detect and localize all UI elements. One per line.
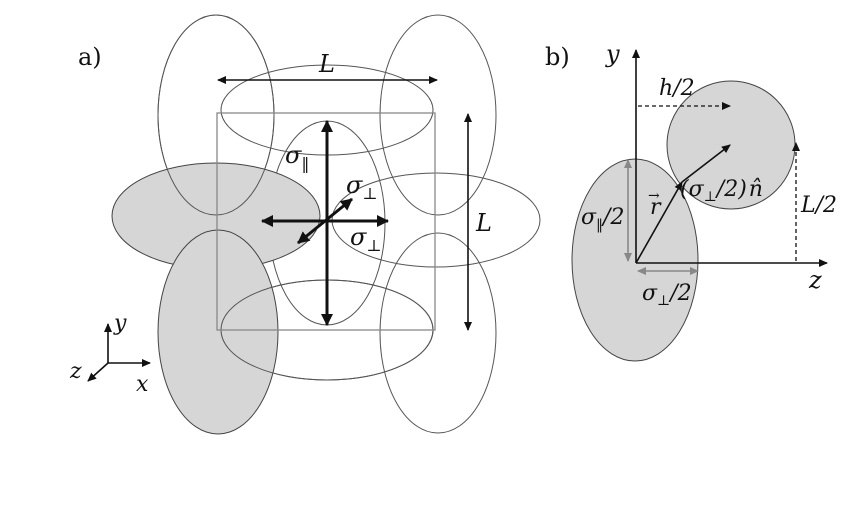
coordinate-triad: y z x [69,311,151,397]
sigma-perp-half-label: σ⊥/2 [642,281,692,309]
sigma-perp-label-horizontal: σ⊥ [350,223,381,255]
n-hat-term-label: (σ⊥/2)n̂ [680,177,763,205]
n-hat-arrow [681,144,731,183]
axis-y-label: y [605,40,620,68]
r-vector-arrow-glyph: → [648,188,660,204]
sigma-parallel-label: σ‖ [285,141,309,173]
h-half-label: h/2 [659,76,695,101]
ellipse-shaded-vertical [157,229,279,435]
sigma-perp-label-diagonal: σ⊥ [346,171,377,203]
panel-b-label: b) [545,43,570,71]
ellipse-vert-top-left-outline [157,14,275,216]
r-vector-label: r [650,195,662,220]
axis-z-label: z [808,266,822,294]
panel-b: b) y z h/2 L/2 σ‖/2 σ⊥/2 r → ( [545,40,837,362]
sigma-perp-diagonal-arrow [297,197,353,245]
L-half-label: L/2 [800,193,837,218]
ellipse-vert-bottom-right [379,232,497,434]
triad-y-label: y [113,311,127,336]
r-vector-arrow [635,181,683,264]
simulation-box [216,112,436,331]
length-label-top: L [318,50,335,78]
ellipse-vert-top-right [379,14,497,216]
length-label-right: L [475,209,492,237]
panel-a-label: a) [78,43,102,71]
triad-z-label: z [69,359,82,384]
sigma-parallel-half-label: σ‖/2 [581,205,624,233]
triad-z-arrow [87,362,109,382]
triad-x-label: x [136,372,149,397]
panel-a: L L σ‖ σ⊥ σ⊥ a) y z x [69,14,541,435]
